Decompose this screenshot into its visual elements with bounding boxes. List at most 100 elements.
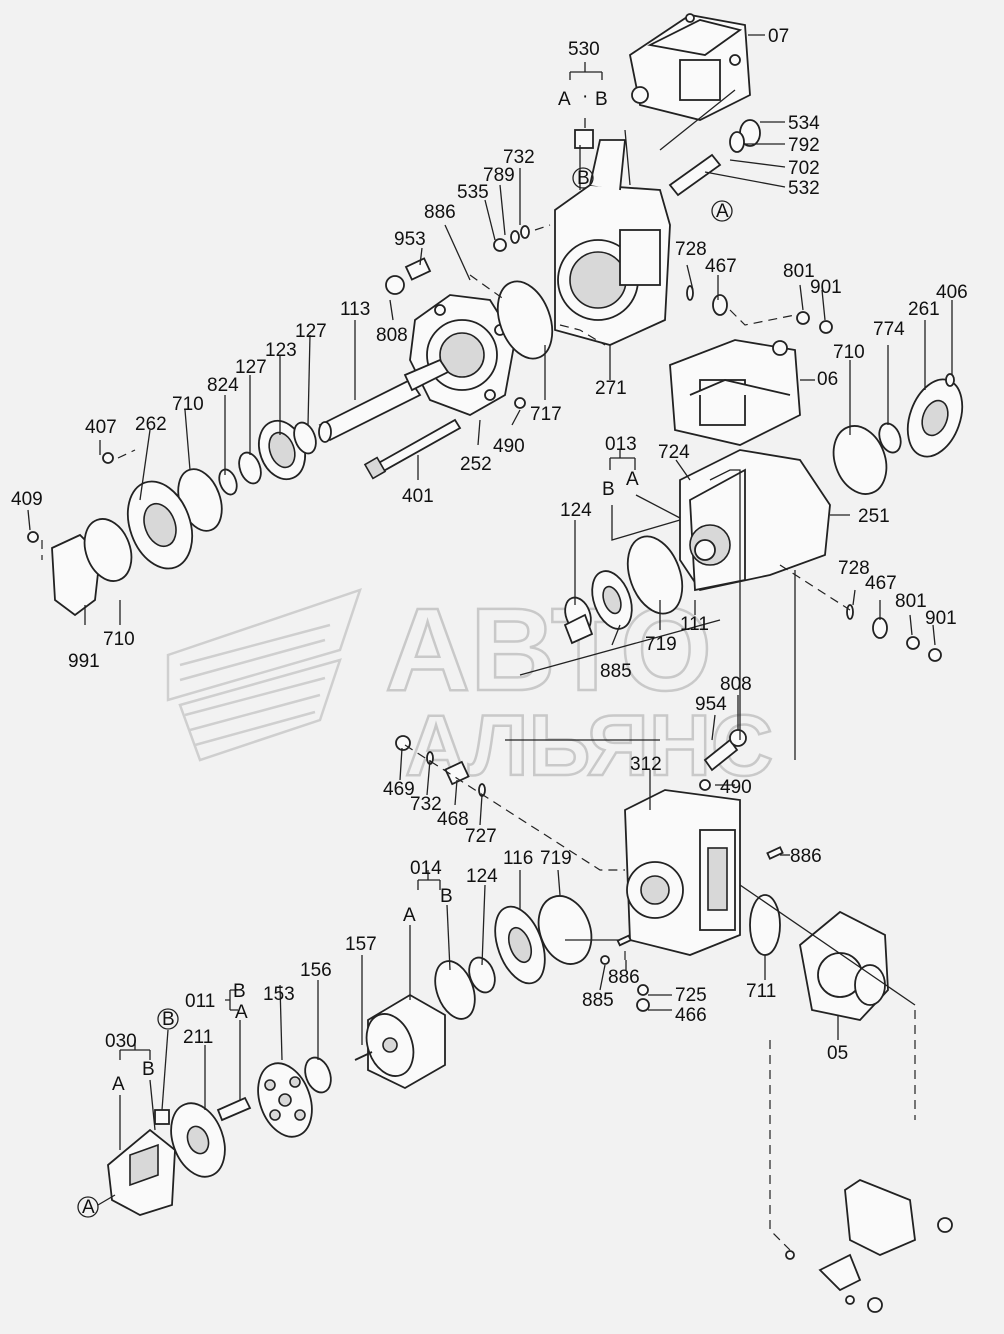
label-530-dot: · [582, 86, 588, 107]
label-727: 727 [465, 826, 497, 847]
label-774: 774 [873, 319, 905, 340]
label-124-a: 124 [560, 500, 592, 521]
snap-ring-824 [218, 468, 238, 496]
shoe-plate-211 [170, 1102, 226, 1178]
label-409: 409 [11, 489, 43, 510]
label-116: 116 [503, 848, 533, 869]
swash-plate-030 [107, 1109, 176, 1216]
label-111: 111 [680, 614, 709, 635]
ring-127b [238, 451, 262, 485]
label-271: 271 [595, 378, 627, 399]
casing-251 [679, 449, 831, 592]
label-406: 406 [936, 282, 968, 303]
label-252: 252 [460, 454, 492, 475]
small-parts [27, 119, 955, 1313]
label-710-c: 710 [103, 629, 135, 650]
label-534: 534 [788, 113, 820, 134]
circle-a-bottom: A [82, 1197, 95, 1218]
label-407: 407 [85, 417, 117, 438]
label-725: 725 [675, 985, 707, 1006]
o-ring-719-a [626, 535, 684, 615]
label-901-a: 901 [810, 277, 842, 298]
label-211: 211 [183, 1027, 213, 1048]
label-312: 312 [630, 754, 662, 775]
label-719-b: 719 [540, 848, 572, 869]
label-490-a: 490 [493, 436, 525, 457]
label-469: 469 [383, 779, 415, 800]
watermark-logo-icon [166, 588, 362, 762]
label-07: 07 [768, 26, 789, 47]
watermark: АВТО АЛЬЯНС [166, 583, 774, 795]
label-466: 466 [675, 1005, 707, 1026]
label-124-b: 124 [466, 866, 498, 887]
label-013-b: B [602, 479, 615, 500]
gear-pump-05 [799, 910, 889, 1021]
label-261: 261 [908, 299, 940, 320]
label-467-b: 467 [865, 573, 897, 594]
label-702: 702 [788, 158, 820, 179]
label-127-a: 127 [295, 321, 327, 342]
shaft-113 [318, 358, 450, 443]
o-ring-711 [749, 894, 781, 956]
label-886-a: 886 [424, 202, 456, 223]
label-719-a: 719 [645, 634, 677, 655]
bearing-774 [878, 422, 902, 454]
valve-block-312 [624, 789, 741, 956]
label-789: 789 [483, 165, 515, 186]
label-732-a: 732 [503, 147, 535, 168]
label-127-b: 127 [235, 357, 267, 378]
label-014-b: B [440, 886, 453, 907]
valve-plate [591, 570, 633, 630]
labels: 530 A · B 07 534 792 702 532 732 789 535… [11, 26, 968, 1218]
label-792: 792 [788, 135, 820, 156]
label-710-b: 710 [172, 394, 204, 415]
retainer-plate-153 [257, 1062, 313, 1138]
label-732-b: 732 [410, 794, 442, 815]
label-728-a: 728 [675, 239, 707, 260]
label-013-a: A [626, 469, 639, 490]
label-401: 401 [402, 486, 434, 507]
valve-plate-b [434, 960, 476, 1020]
label-530-b: B [595, 89, 608, 110]
front-casing-271 [554, 139, 671, 346]
label-153: 153 [263, 984, 295, 1005]
gear-116 [494, 905, 546, 985]
regulator-06 [669, 339, 801, 446]
label-030: 030 [105, 1031, 137, 1052]
label-991: 991 [68, 651, 100, 672]
label-014: 014 [410, 858, 442, 879]
label-954: 954 [695, 694, 727, 715]
label-011-b: B [233, 981, 246, 1002]
seal-cover-261 [906, 378, 964, 458]
label-467-a: 467 [705, 256, 737, 277]
label-824: 824 [207, 375, 239, 396]
label-728-b: 728 [838, 558, 870, 579]
label-808-b: 808 [720, 674, 752, 695]
label-801-b: 801 [895, 591, 927, 612]
label-030-a: A [112, 1074, 125, 1095]
cover-262 [126, 480, 194, 570]
needle-bearing-124a [563, 596, 594, 645]
circle-a-top: A [716, 201, 729, 222]
ring-127a [293, 421, 317, 455]
label-886-b: 886 [790, 846, 822, 867]
regulator-07 [628, 13, 751, 121]
leader-lines [27, 34, 953, 1251]
label-885-a: 885 [600, 661, 632, 682]
label-490-b: 490 [720, 777, 752, 798]
label-468: 468 [437, 809, 469, 830]
spring-156 [304, 1056, 332, 1094]
label-530: 530 [568, 39, 600, 60]
label-113: 113 [340, 299, 370, 320]
o-ring-710-c [83, 518, 133, 582]
label-123: 123 [265, 340, 297, 361]
label-535: 535 [457, 182, 489, 203]
circle-b-bottom: B [162, 1009, 175, 1030]
label-157: 157 [345, 934, 377, 955]
label-885-b: 885 [582, 990, 614, 1011]
label-262: 262 [135, 414, 167, 435]
label-808-a: 808 [376, 325, 408, 346]
label-901-b: 901 [925, 608, 957, 629]
label-011-a: A [235, 1002, 248, 1023]
